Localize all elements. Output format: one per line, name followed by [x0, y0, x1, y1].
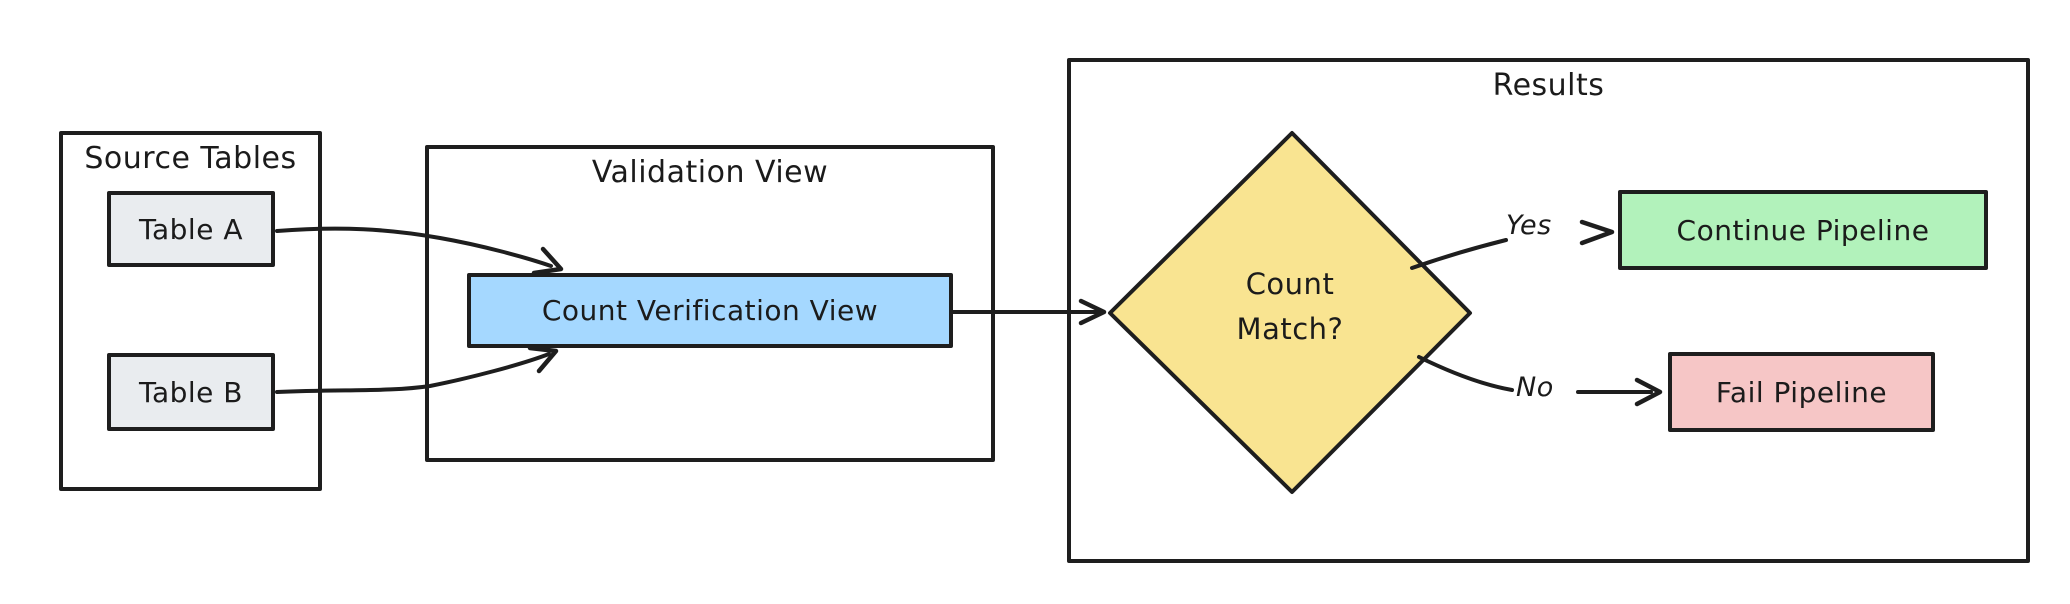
node-fail-pipeline-label: Fail Pipeline	[1715, 375, 1888, 409]
node-table-b-label: Table B	[138, 375, 243, 409]
node-count-verification-view: Count Verification View	[467, 273, 953, 348]
group-results-title: Results	[1492, 68, 1605, 103]
group-source-tables-title: Source Tables	[84, 141, 297, 176]
node-count-verification-view-label: Count Verification View	[541, 294, 879, 327]
node-table-a-label: Table A	[139, 212, 243, 246]
group-validation-view: Validation View	[425, 145, 995, 462]
node-fail-pipeline: Fail Pipeline	[1668, 352, 1935, 432]
node-count-match-label: Count Match?	[1236, 267, 1344, 346]
node-continue-pipeline-label: Continue Pipeline	[1676, 213, 1930, 247]
group-validation-view-title: Validation View	[591, 155, 829, 190]
edge-label-no: No	[1516, 372, 1554, 403]
node-continue-pipeline: Continue Pipeline	[1618, 190, 1988, 270]
node-table-b: Table B	[107, 353, 275, 431]
group-source-tables: Source Tables	[59, 131, 322, 491]
edge-label-yes: Yes	[1506, 210, 1552, 241]
node-table-a: Table A	[107, 191, 275, 267]
